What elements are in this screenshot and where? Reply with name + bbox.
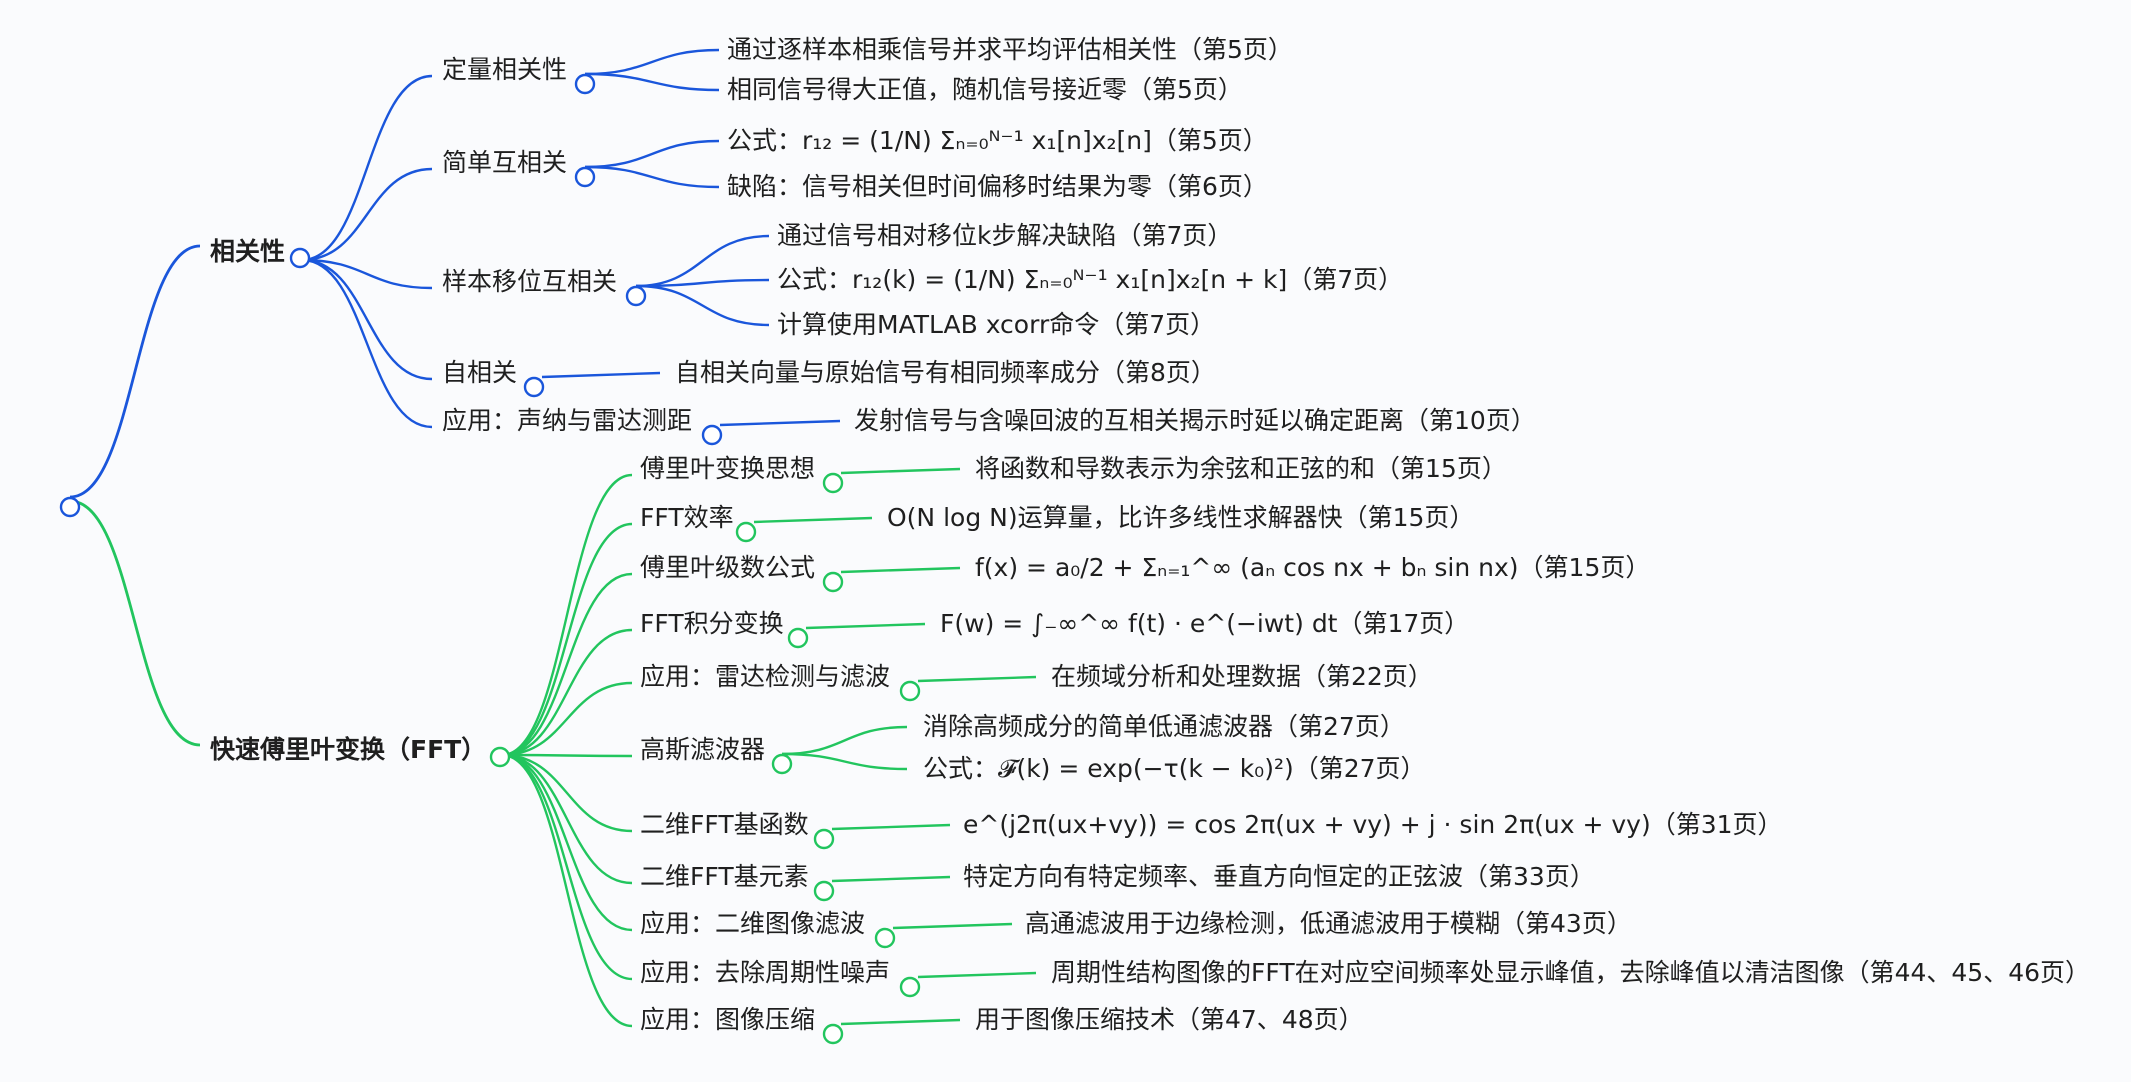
branch-fft-toggle[interactable] [489, 746, 511, 768]
edge-root-fft [69, 499, 201, 747]
edge-fft-topic [501, 628, 633, 757]
edge-fft-topic [501, 681, 633, 757]
edge-fft-topic [501, 753, 633, 1028]
leaf-text: 用于图像压缩技术（第47、48页） [975, 1005, 1364, 1034]
edge-topic-leaf [840, 566, 961, 574]
edge-topic-leaf [892, 922, 1013, 930]
topic-toggle[interactable] [822, 1023, 844, 1045]
edge-correlation-topic [301, 74, 433, 262]
leaf-text: 发射信号与含噪回波的互相关揭示时延以确定距离（第10页） [854, 406, 1536, 435]
edge-fft-topic [501, 753, 633, 981]
leaf-text: 高通滤波用于边缘检测，低通滤波用于模糊（第43页） [1025, 909, 1632, 938]
leaf-formula: 公式：𝓕(k) = exp(−τ(k − k₀)²)（第27页） [923, 754, 1426, 783]
edge-topic-leaf [805, 622, 926, 630]
topic-fourier-series[interactable]: 傅里叶级数公式 [640, 553, 816, 582]
edge-correlation-topic [301, 167, 433, 262]
edge-topic-leaf [840, 1018, 961, 1026]
leaf-text: 将函数和导数表示为余弦和正弦的和（第15页） [975, 454, 1507, 483]
topic-2d-basis-element[interactable]: 二维FFT基元素 [640, 862, 809, 891]
edge-topic-leaf [635, 234, 770, 288]
leaf-text: 通过信号相对移位k步解决缺陷（第7页） [777, 221, 1233, 250]
root-node-toggle[interactable] [59, 496, 81, 518]
edge-topic-leaf [917, 675, 1037, 683]
edge-fft-topic [501, 522, 633, 757]
topic-autocorrelation[interactable]: 自相关 [442, 358, 518, 387]
edge-fft-topic [501, 473, 633, 757]
branch-fft[interactable]: 快速傅里叶变换（FFT） [210, 735, 487, 764]
topic-simple-cross-correlation[interactable]: 简单互相关 [442, 148, 568, 177]
leaf-text: O(N log N)运算量，比许多线性求解器快（第15页） [887, 503, 1475, 532]
edge-topic-leaf [584, 139, 720, 169]
topic-2d-basis-function[interactable]: 二维FFT基函数 [640, 810, 809, 839]
leaf-text: 特定方向有特定频率、垂直方向恒定的正弦波（第33页） [963, 862, 1595, 891]
topic-toggle[interactable] [899, 680, 921, 702]
topic-fft-integral[interactable]: FFT积分变换 [640, 609, 784, 638]
leaf-text: 自相关向量与原始信号有相同频率成分（第8页） [675, 358, 1216, 387]
edge-correlation-topic [301, 258, 433, 290]
topic-toggle[interactable] [813, 880, 835, 902]
edge-fft-topic [501, 753, 633, 758]
edge-topic-leaf [781, 752, 908, 771]
leaf-formula: 公式：r₁₂(k) = (1/N) Σₙ₌₀ᴺ⁻¹ x₁[n]x₂[n + k]… [777, 265, 1404, 294]
edge-topic-leaf [635, 278, 770, 288]
branch-correlation-toggle[interactable] [289, 247, 311, 269]
topic-image-compression[interactable]: 应用：图像压缩 [640, 1005, 816, 1034]
edge-fft-topic [501, 753, 633, 833]
leaf-text: 消除高频成分的简单低通滤波器（第27页） [923, 712, 1405, 741]
branch-correlation[interactable]: 相关性 [210, 237, 286, 266]
leaf-text: 通过逐样本相乘信号并求平均评估相关性（第5页） [727, 35, 1293, 64]
edge-correlation-topic [301, 258, 433, 429]
topic-toggle[interactable] [822, 571, 844, 593]
edge-topic-leaf [840, 467, 961, 475]
topic-radar-filtering[interactable]: 应用：雷达检测与滤波 [640, 662, 891, 691]
leaf-text: 周期性结构图像的FFT在对应空间频率处显示峰值，去除峰值以清洁图像（第44、45… [1051, 958, 2091, 987]
leaf-text: 计算使用MATLAB xcorr命令（第7页） [777, 310, 1216, 339]
edge-topic-leaf [635, 284, 770, 327]
leaf-formula: 公式：r₁₂ = (1/N) Σₙ₌₀ᴺ⁻¹ x₁[n]x₂[n]（第5页） [727, 126, 1268, 155]
topic-gaussian-filter[interactable]: 高斯滤波器 [640, 735, 766, 764]
topic-toggle[interactable] [735, 521, 757, 543]
topic-sonar-radar[interactable]: 应用：声纳与雷达测距 [442, 406, 693, 435]
edge-topic-leaf [719, 419, 841, 427]
edge-fft-topic [501, 753, 633, 932]
topic-toggle[interactable] [822, 472, 844, 494]
topic-periodic-noise[interactable]: 应用：去除周期性噪声 [640, 958, 891, 987]
leaf-text: 缺陷：信号相关但时间偏移时结果为零（第6页） [727, 172, 1268, 201]
leaf-text: 相同信号得大正值，随机信号接近零（第5页） [727, 75, 1243, 104]
topic-toggle[interactable] [523, 376, 545, 398]
topic-fft-efficiency[interactable]: FFT效率 [640, 503, 734, 532]
topic-toggle[interactable] [574, 166, 596, 188]
topic-2d-image-filtering[interactable]: 应用：二维图像滤波 [640, 909, 866, 938]
topic-quantitative-correlation[interactable]: 定量相关性 [442, 55, 568, 84]
leaf-formula: F(w) = ∫₋∞^∞ f(t) · e^(−iwt) dt（第17页） [940, 609, 1470, 638]
leaf-text: 在频域分析和处理数据（第22页） [1051, 662, 1433, 691]
leaf-formula: f(x) = a₀/2 + Σₙ₌₁^∞ (aₙ cos nx + bₙ sin… [975, 553, 1651, 582]
edge-topic-leaf [831, 875, 951, 883]
edge-topic-leaf [584, 72, 720, 92]
edge-topic-leaf [541, 371, 661, 379]
topic-toggle[interactable] [899, 976, 921, 998]
edge-fft-topic [501, 753, 633, 885]
edge-fft-topic [501, 572, 633, 757]
edge-topic-leaf [584, 165, 720, 189]
leaf-formula: e^(j2π(ux+vy)) = cos 2π(ux + vy) + j · s… [963, 810, 1783, 839]
edge-correlation-topic [301, 258, 433, 381]
topic-toggle[interactable] [787, 627, 809, 649]
edge-root-correlation [69, 244, 201, 499]
topic-toggle[interactable] [574, 73, 596, 95]
topic-toggle[interactable] [625, 285, 647, 307]
edge-topic-leaf [831, 823, 951, 831]
topic-toggle[interactable] [771, 753, 793, 775]
edge-topic-leaf [584, 48, 720, 76]
topic-toggle[interactable] [813, 828, 835, 850]
edge-topic-leaf [917, 971, 1037, 979]
edge-topic-leaf [781, 725, 908, 756]
topic-shifted-cross-correlation[interactable]: 样本移位互相关 [442, 267, 618, 296]
edge-topic-leaf [753, 516, 873, 524]
topic-toggle[interactable] [701, 424, 723, 446]
topic-fourier-idea[interactable]: 傅里叶变换思想 [640, 454, 816, 483]
topic-toggle[interactable] [874, 927, 896, 949]
